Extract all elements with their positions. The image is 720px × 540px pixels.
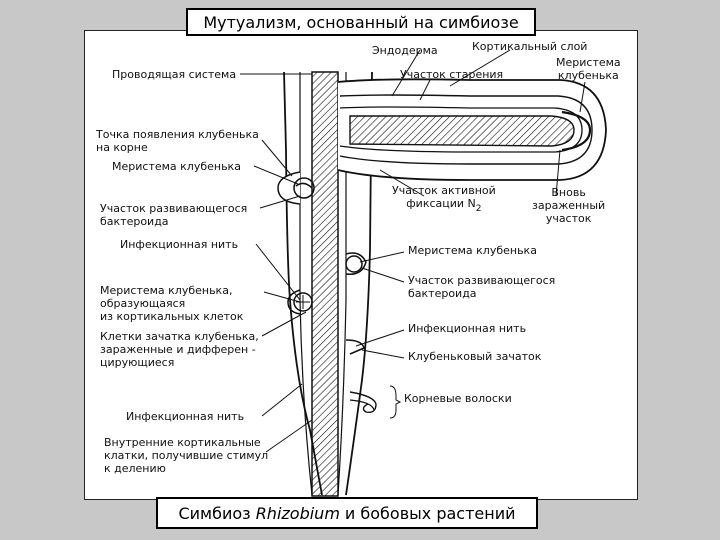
label-developing-bacteroid-right: Участок развивающегося бактероида [408, 274, 556, 300]
label-endoderm: Эндодерма [372, 44, 438, 57]
caption-suffix: и бобовых растений [344, 503, 516, 523]
root-hair-2 [349, 399, 375, 411]
endoderm-line-right [337, 72, 347, 496]
n2-subscript: 2 [475, 204, 482, 214]
label-nodule-primordium: Клубеньковый зачаток [408, 350, 542, 363]
label-nodule-meristem-top: Меристема клубенька [556, 56, 621, 82]
label-nodule-meristem-right: Меристема клубенька [408, 244, 537, 257]
label-infection-thread-bottom: Инфекционная нить [126, 410, 245, 423]
label-infection-thread-left: Инфекционная нить [120, 238, 239, 251]
bump-left-top [277, 171, 301, 205]
label-aging-zone: Участок старения [400, 68, 504, 81]
label-inner-cortical-cells: Внутренние кортикальные клатки, получивш… [104, 436, 269, 475]
label-active-fixation: Участок активной фиксации N2 [392, 184, 496, 214]
bump-right [345, 252, 367, 275]
label-developing-bacteroid-left: Участок развивающегося бактероида [100, 202, 248, 228]
nodule-meristem-cap [561, 110, 592, 152]
root-hair [349, 391, 377, 414]
slide-title: Мутуализм, основанный на симбиозе [186, 8, 536, 36]
label-root-hairs: Корневые волоски [404, 392, 512, 405]
label-cortical-layer: Кортикальный слой [472, 40, 588, 53]
label-newly-infected: Вновь зараженный участок [532, 186, 606, 225]
label-nodule-meristem-cortical: Меристема клубенька, образующаяся из кор… [100, 284, 244, 323]
label-nodule-emergence: Точка появления клубенька на корне [96, 128, 259, 154]
label-primordium-cells: Клетки зачатка клубенька, зараженные и д… [100, 330, 259, 369]
label-vascular-system: Проводящая система [112, 68, 237, 81]
primordium-right [345, 339, 365, 355]
leader-lines [240, 49, 586, 453]
vascular-cylinder [311, 71, 339, 497]
label-infection-thread-right: Инфекционная нить [408, 322, 527, 335]
nodule-active-zone [349, 115, 575, 147]
caption-prefix: Симбиоз [178, 503, 251, 523]
caption-genus: Rhizobium [255, 503, 340, 523]
label-nodule-meristem-left: Меристема клубенька [112, 160, 241, 173]
endoderm-line-left [299, 72, 313, 496]
slide-caption: Симбиоз Rhizobium и бобовых растений [156, 497, 538, 529]
mature-nodule [337, 78, 607, 181]
